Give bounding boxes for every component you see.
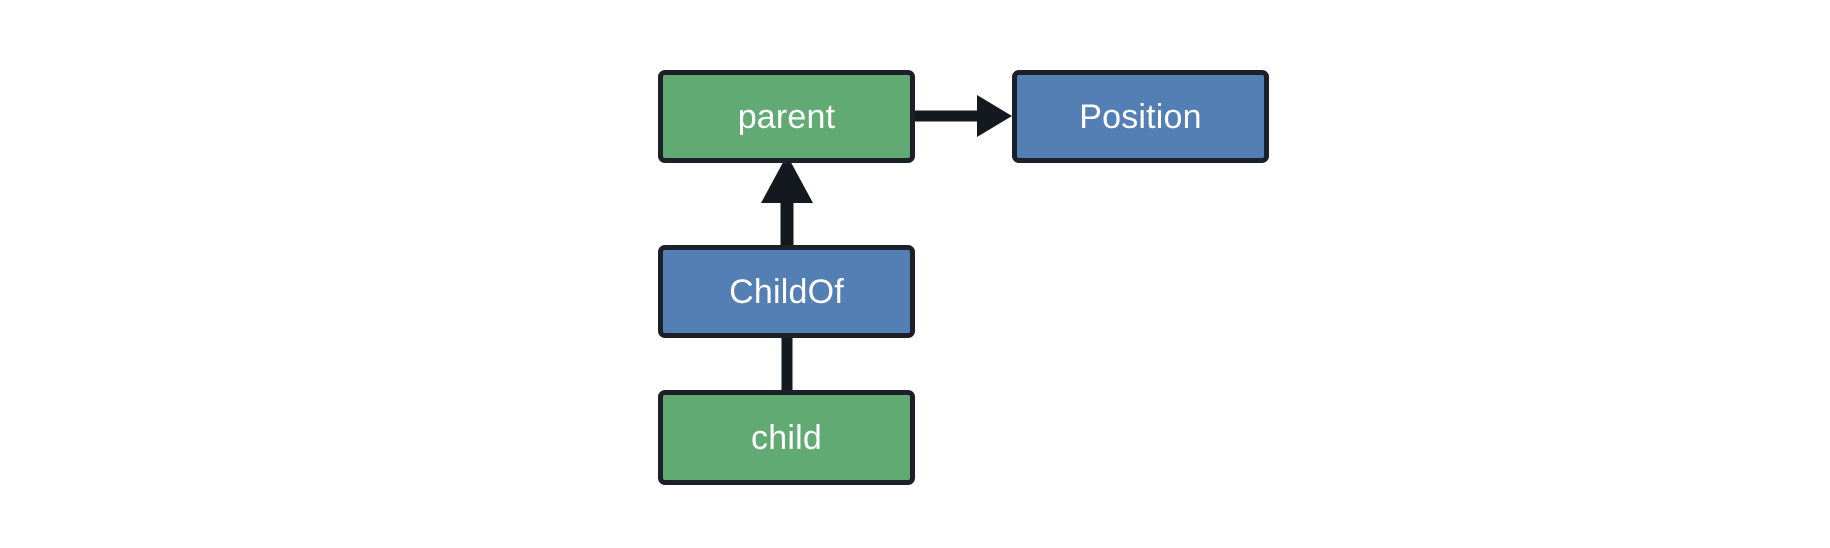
node-parent-label: parent [737, 97, 836, 136]
node-childof[interactable]: ChildOf [658, 245, 915, 338]
node-parent[interactable]: parent [658, 70, 915, 163]
node-child[interactable]: child [658, 390, 915, 485]
node-position-label: Position [1079, 97, 1202, 136]
node-position[interactable]: Position [1012, 70, 1269, 163]
edge-childof-to-parent [761, 155, 813, 245]
node-childof-label: ChildOf [729, 272, 844, 311]
edge-parent-to-position [915, 95, 1012, 137]
arrowhead-right-icon [977, 95, 1012, 137]
node-child-label: child [751, 418, 822, 457]
